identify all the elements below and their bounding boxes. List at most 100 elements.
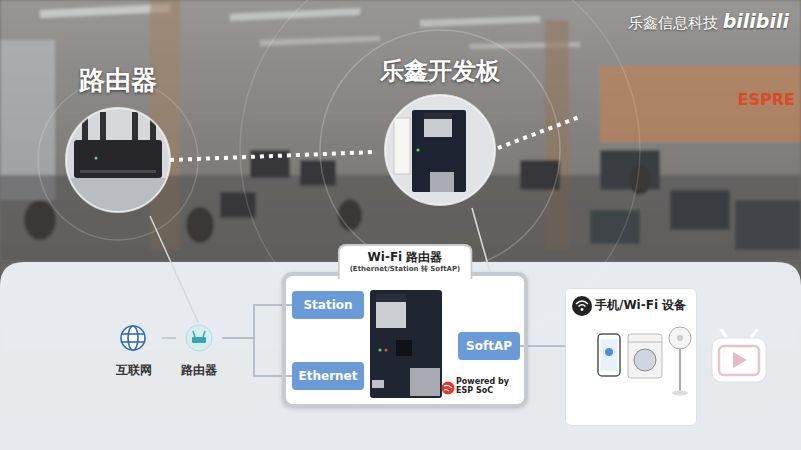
dev-board-picture: [372, 380, 384, 388]
chip-branding: Powered by ESP SoC: [456, 377, 522, 395]
washer-picture: [628, 334, 662, 378]
interface-name: Ethernet: [299, 369, 358, 383]
router-icon: [203, 331, 205, 337]
node-label: 互联网: [116, 363, 152, 378]
board-photo: [424, 113, 452, 119]
interface-name: SoftAP: [466, 339, 512, 353]
dev-board-picture: [376, 294, 406, 302]
interface-box: Station: [292, 291, 364, 319]
globe-icon: [121, 326, 145, 350]
phone-picture: [598, 334, 620, 376]
bilibili-tv-icon: [712, 330, 766, 382]
watermark: 乐鑫信息科技: [628, 14, 718, 33]
bottom-panel: [0, 262, 801, 450]
bilibili-tv-icon: [719, 346, 759, 375]
globe-icon: [122, 341, 144, 343]
fan-picture: [669, 327, 691, 349]
box-title: 手机/Wi-Fi 设备: [595, 298, 686, 313]
espressif-logo: [444, 385, 452, 388]
globe-icon: [121, 326, 145, 350]
link-line: [162, 337, 176, 339]
board-photo: [430, 172, 454, 192]
photo-tint: [0, 0, 801, 262]
label-anchor: bilibili: [723, 10, 789, 32]
dev-board-picture: [378, 348, 381, 351]
router-photo: [60, 100, 180, 220]
phone-picture: [605, 348, 613, 356]
board-photo: [394, 118, 410, 174]
node-heading: 路由器: [79, 64, 157, 96]
wall-sign: ESPRE: [738, 90, 795, 109]
espressif-logo: [444, 390, 449, 391]
devices-box-fill: [565, 288, 697, 426]
wifi-icon: [581, 308, 584, 311]
router-photo: [74, 140, 162, 178]
board-photo: [424, 113, 452, 137]
board-photo-ring: [385, 95, 495, 205]
interface-box: SoftAP: [458, 332, 520, 360]
router-photo: [80, 170, 156, 173]
wifi-router-box-fill: [286, 276, 524, 404]
decor-rings: [320, 30, 560, 270]
interface-box: Ethernet: [292, 362, 364, 390]
washer-picture: [628, 334, 662, 378]
router-icon: [186, 325, 212, 351]
wifi-icon: [572, 296, 592, 316]
phone-picture: [601, 339, 618, 371]
dev-board-picture: [370, 290, 442, 398]
node-heading: 乐鑫开发板: [380, 56, 500, 86]
node-label: 路由器: [181, 363, 217, 378]
board-photo: [380, 90, 500, 210]
label-anchor: ESPRE: [738, 90, 795, 109]
router-photo: [132, 112, 138, 142]
dev-board-picture: [410, 368, 440, 396]
fan-picture: [669, 327, 691, 396]
dev-board-picture: [376, 294, 406, 328]
router-icon: [192, 337, 206, 343]
internet-node: 互联网: [106, 322, 162, 378]
wifi-icon: [576, 301, 588, 304]
bilibili-tv-icon: [712, 338, 766, 382]
globe-icon: [128, 326, 138, 350]
router-photo: [95, 157, 98, 160]
phone-picture: [598, 334, 620, 376]
dev-board-picture: [396, 340, 412, 356]
box-title: Wi-Fi 路由器: [368, 250, 443, 265]
label-anchor: 乐鑫信息科技: [628, 14, 718, 33]
fan-picture: [677, 335, 683, 341]
board-photo: [416, 148, 419, 151]
bilibili-tv-icon: [733, 352, 747, 368]
dotted-wireless-link: [170, 152, 375, 160]
dev-board-photo-node: 乐鑫开发板: [375, 56, 505, 208]
espressif-logo: [442, 382, 455, 395]
fan-picture: [672, 391, 688, 396]
router-icon: [186, 325, 212, 351]
interface-name: Station: [303, 298, 352, 312]
wifi-icon: [579, 305, 586, 307]
bilibili-tv-icon: [721, 330, 727, 338]
wifi-icon: [572, 296, 592, 316]
label-anchor: Powered by ESP SoC: [456, 377, 522, 395]
title-tab: Wi-Fi 路由器(Ethernet/Station 转 SoftAP): [338, 244, 473, 279]
board-photo: [380, 90, 500, 210]
router-node: 路由器: [176, 322, 222, 378]
dotted-wireless-link: [498, 116, 582, 148]
dev-board-picture: [370, 290, 442, 398]
washer-picture: [628, 342, 662, 343]
espressif-logo: [442, 382, 455, 395]
fan-picture: [679, 349, 681, 392]
washer-picture: [634, 349, 656, 371]
globe-icon: [122, 333, 144, 335]
router-photo: [60, 100, 180, 220]
board-photo: [412, 110, 466, 192]
router-photo-node: 路由器: [66, 64, 170, 216]
leader-line: [472, 208, 490, 272]
router-photo: [100, 112, 106, 142]
watermark-logo: bilibili: [723, 10, 789, 32]
bilibili-tv-icon: [751, 330, 757, 338]
box-subtitle: (Ethernet/Station 转 SoftAP): [350, 265, 461, 274]
